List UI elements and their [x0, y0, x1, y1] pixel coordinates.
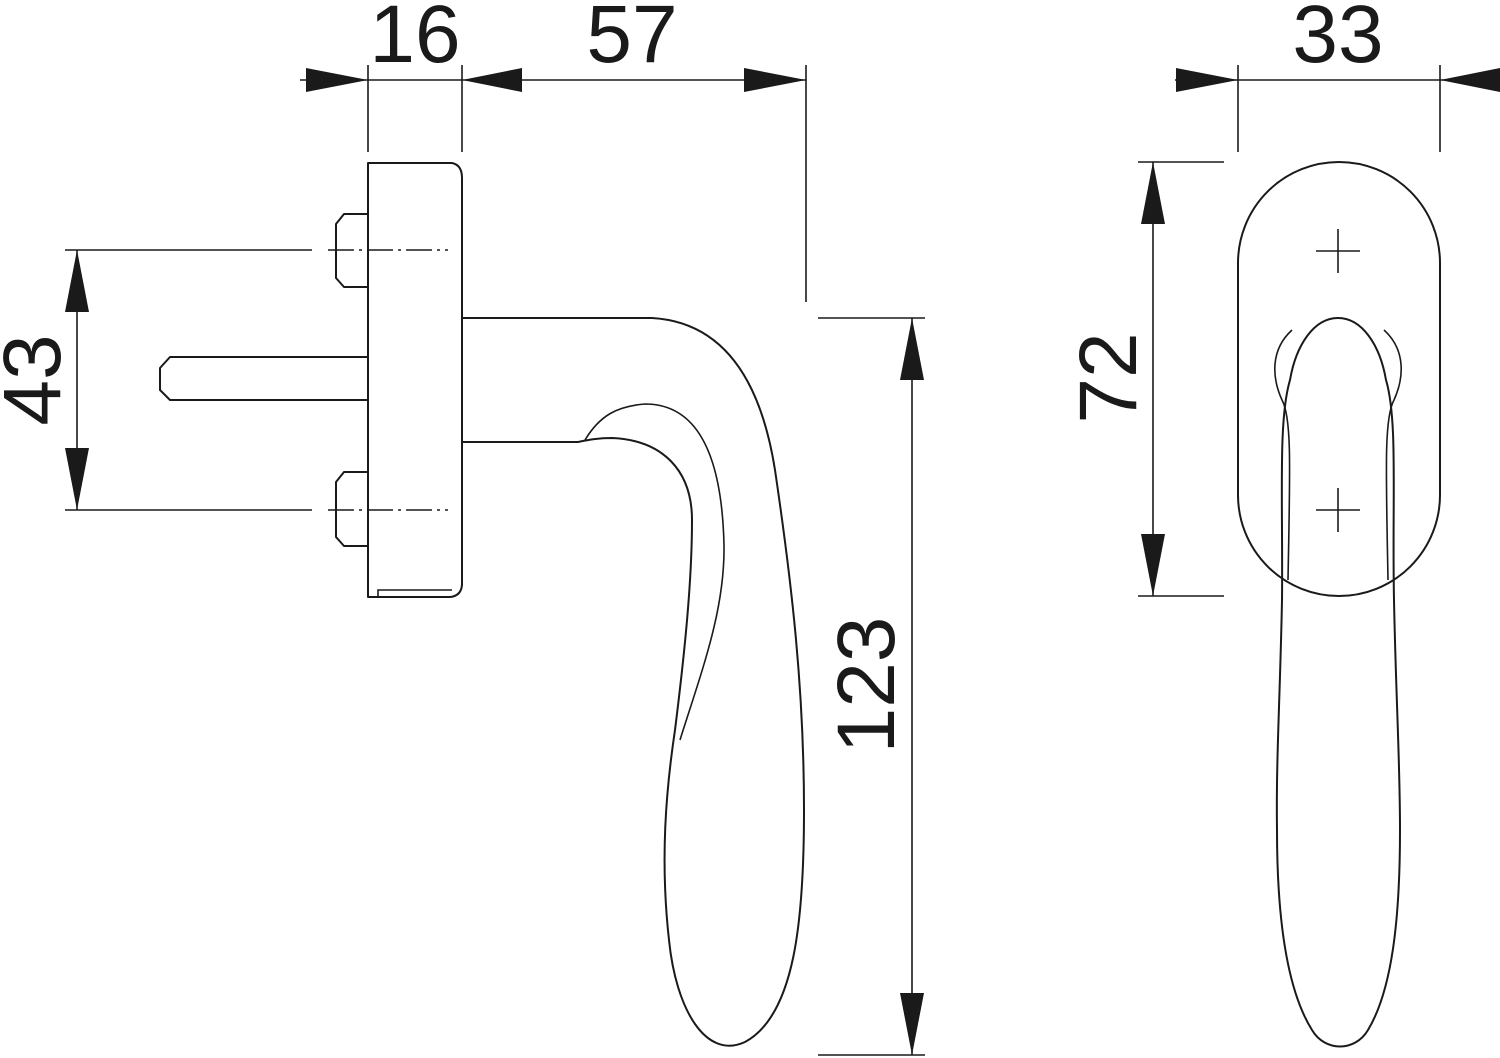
dimension-label-screw-spacing: 43 [0, 334, 78, 425]
upper-screw-head [335, 213, 369, 288]
crosshair-icon [1316, 229, 1360, 273]
dimension-arrowheads [65, 68, 1500, 1055]
arrowhead-icon [65, 448, 89, 510]
rosette-side-profile [367, 162, 463, 598]
lower-screw-head [335, 471, 369, 547]
handle-neck-right [1383, 329, 1402, 581]
dimension-labels: 16 57 33 43 72 123 [0, 0, 1384, 753]
dimension-label-rosette-depth: 16 [369, 0, 460, 80]
handle-lever-outline [461, 317, 805, 1047]
arrowhead-icon [65, 250, 89, 312]
handle-inner-ridge [584, 403, 725, 741]
arrowhead-icon [744, 68, 806, 92]
arrowhead-icon [900, 318, 924, 380]
handle-front-outline [1275, 317, 1401, 1048]
arrowhead-icon [462, 68, 522, 92]
dimension-lines [65, 65, 1500, 1056]
crosshair-icon [1316, 488, 1360, 532]
handle-neck-left [1274, 329, 1293, 581]
arrowhead-icon [1141, 534, 1165, 596]
arrowhead-icon [900, 993, 924, 1055]
front-view [1237, 161, 1441, 1048]
side-view [159, 162, 805, 1047]
arrowhead-icon [1141, 162, 1165, 224]
rosette-front-outline [1237, 161, 1441, 597]
dimension-label-handle-length: 123 [821, 617, 912, 754]
arrowhead-icon [1176, 68, 1238, 92]
rosette-chamfer [377, 589, 452, 597]
dimension-label-rosette-height: 72 [1063, 332, 1154, 423]
dimension-label-rosette-width: 33 [1292, 0, 1383, 80]
arrowhead-icon [1440, 68, 1500, 92]
dimension-label-handle-projection: 57 [586, 0, 677, 80]
square-spindle [159, 356, 369, 401]
arrowhead-icon [306, 68, 368, 92]
